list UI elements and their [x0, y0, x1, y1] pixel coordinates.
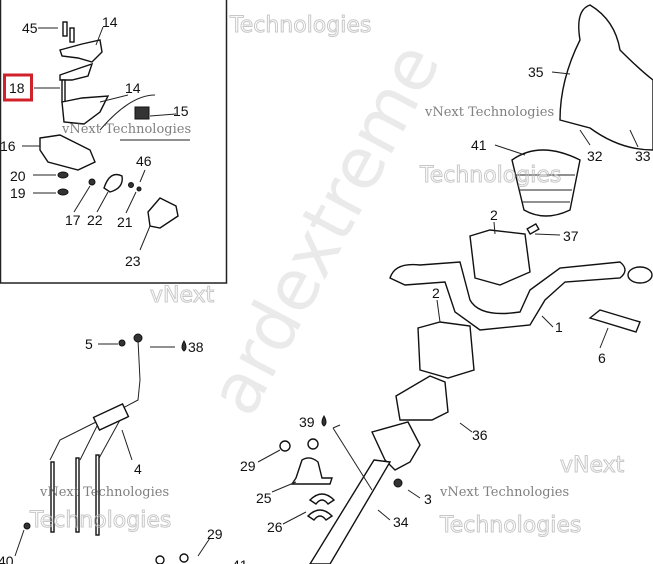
callout-33: 33: [635, 148, 651, 164]
callout-25: 25: [256, 490, 272, 506]
screw-icon: [69, 27, 75, 43]
watermark: vNext: [560, 453, 625, 478]
handle-housing-16-icon: [39, 134, 96, 171]
callout-23: 23: [125, 253, 141, 269]
watermark: Technologies: [229, 13, 371, 38]
callout-18: 18: [9, 80, 25, 96]
callout-22: 22: [87, 212, 103, 228]
callout-2: 2: [432, 285, 440, 301]
nut-icon: [57, 188, 69, 196]
steering-plate-icon: [371, 421, 421, 471]
inset-frame: [0, 0, 228, 284]
clamp-2-upper-icon: [469, 229, 531, 286]
callout-34: 34: [393, 514, 409, 530]
lens-22-icon: [103, 173, 123, 193]
grease-drop-icon: [321, 414, 327, 427]
callout-4: 4: [134, 461, 142, 477]
nut-29-icon: [307, 438, 319, 450]
callout-39: 39: [299, 414, 315, 430]
callout-16: 16: [0, 138, 16, 154]
watermark-diagonal: ardextreme: [193, 30, 457, 428]
callout-2: 2: [490, 207, 498, 223]
callout-20: 20: [10, 168, 26, 184]
callout-21: 21: [117, 214, 133, 230]
cover-35-icon: [559, 4, 653, 151]
watermarks: vNext Technologies Technologies vNext Te…: [29, 13, 626, 539]
watermark: vNext Technologies: [39, 485, 169, 500]
bracket-36-icon: [395, 375, 449, 421]
callout-5: 5: [85, 336, 93, 352]
bracket-icon: [59, 62, 94, 81]
half-bushing-26-icon: [306, 509, 334, 521]
callout-36: 36: [472, 427, 488, 443]
cable-end-icon: [95, 454, 100, 536]
clamp-25-icon: [290, 457, 333, 485]
callout-41: 41: [471, 137, 487, 153]
callout-labels: 45 14 18 14 15 16 20 46 19 17 22 21 23 3…: [0, 14, 651, 564]
callout-1: 1: [555, 319, 563, 335]
callout-38: 38: [188, 339, 204, 355]
callout-19: 19: [10, 185, 26, 201]
switch-housing-icon: [61, 95, 110, 125]
half-bushing-26-icon: [308, 493, 336, 505]
boot-41-icon: [511, 149, 581, 217]
watermark: vNext Technologies: [424, 105, 554, 120]
callout-15: 15: [173, 103, 189, 119]
callout-3: 3: [424, 491, 432, 507]
main-parts: [14, 4, 653, 564]
watermark: Technologies: [29, 508, 171, 533]
screw-17-icon: [88, 178, 96, 186]
callout-26: 26: [267, 519, 283, 535]
callout-46: 46: [136, 153, 152, 169]
clamp-2-lower-icon: [417, 321, 475, 379]
callout-17: 17: [65, 212, 81, 228]
grip-end-icon: [627, 266, 653, 284]
watermark: vNext Technologies: [439, 485, 569, 500]
callout-29: 29: [207, 526, 223, 542]
callout-6: 6: [598, 350, 606, 366]
callout-41: 41: [232, 557, 248, 564]
watermark: vNext Technologies: [61, 122, 191, 137]
callout-32: 32: [587, 148, 603, 164]
watermark: vNext: [150, 283, 215, 308]
callout-35: 35: [528, 64, 544, 80]
screw-18-icon: [61, 79, 66, 103]
cable-end-icon: [50, 461, 55, 533]
callout-14: 14: [125, 80, 141, 96]
nut-29-icon: [279, 440, 291, 452]
handlebar-1-icon: [389, 261, 626, 331]
grease-drop-icon: [181, 339, 187, 352]
bracket-icon: [59, 39, 103, 63]
callout-45: 45: [22, 20, 38, 36]
washer-icon: [57, 171, 69, 179]
callout-14: 14: [102, 14, 118, 30]
callout-40: 40: [0, 553, 14, 564]
watermark: Technologies: [419, 163, 561, 188]
grip-6-icon: [588, 309, 641, 333]
nut-3-icon: [393, 478, 403, 488]
watermark: Technologies: [439, 513, 581, 538]
cable-splitter-icon: [92, 402, 130, 432]
cover-23-icon: [147, 197, 179, 229]
bolt-37-icon: [526, 222, 540, 236]
cable-end-icon: [75, 457, 80, 533]
callout-29: 29: [240, 458, 256, 474]
screw-icon: [62, 21, 68, 37]
highlight-box-18: [3, 73, 33, 102]
callout-37: 37: [563, 228, 579, 244]
switch-assembly-parts: [22, 21, 190, 251]
connector-icon: [134, 106, 150, 120]
